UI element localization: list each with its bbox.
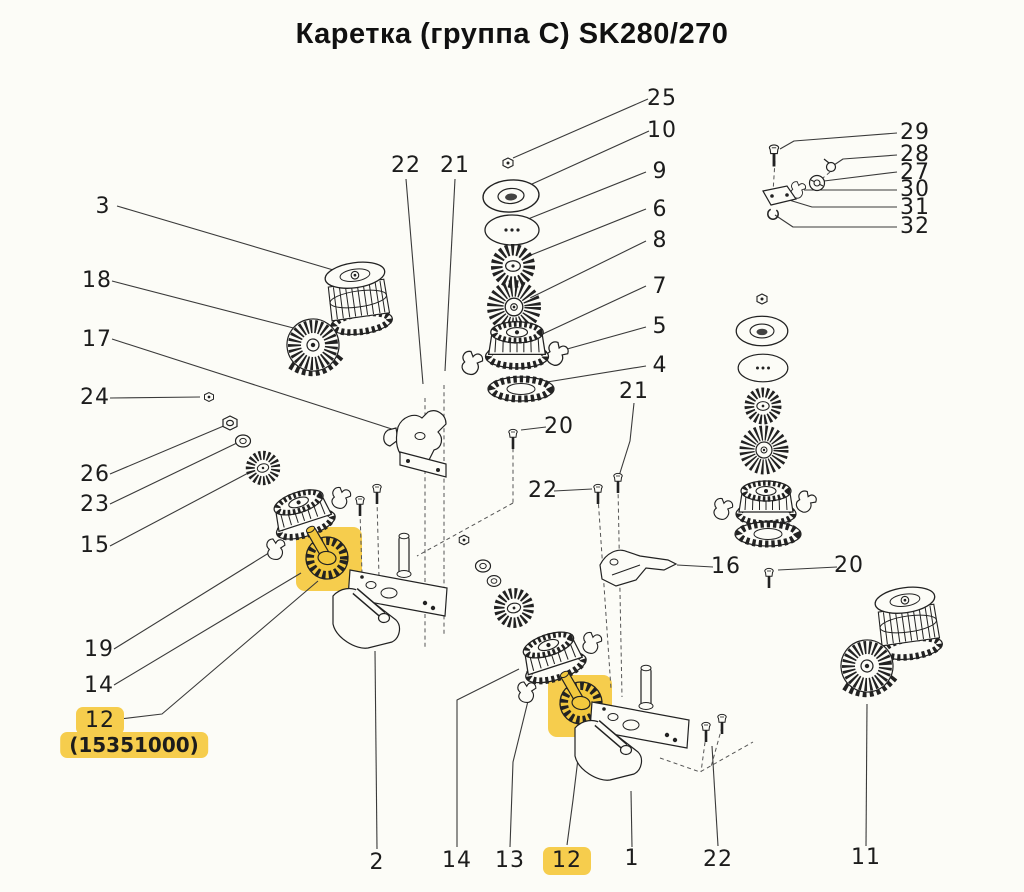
part-label-15: 15: [80, 533, 110, 558]
part-label-7: 7: [652, 274, 668, 299]
part-label-31: 31: [900, 195, 930, 220]
center-pulley-stack: [461, 157, 571, 401]
part-label-21-right: 21: [619, 379, 649, 404]
part-label-16: 16: [711, 554, 741, 579]
circlip-32: [767, 208, 779, 220]
part-label-12-left: 12: [76, 707, 124, 735]
washer-27: [808, 174, 826, 192]
leader-lines: [109, 98, 898, 850]
lever-17: [383, 410, 447, 478]
part-label-5: 5: [652, 314, 668, 339]
part-label-14-left: 14: [84, 673, 114, 698]
part-label-25: 25: [647, 86, 677, 111]
part-label-9: 9: [652, 159, 668, 184]
part-label-18: 18: [82, 268, 112, 293]
page-title: Каретка (группа C) SK280/270: [295, 18, 729, 50]
part-label-19: 19: [84, 637, 114, 662]
bracket-31: [762, 185, 797, 206]
part-label-6: 6: [652, 197, 668, 222]
part-label-22-top: 22: [391, 153, 421, 178]
bottom-center-assembly: [458, 534, 728, 780]
part-label-29: 29: [900, 120, 930, 145]
fastener-group: [762, 143, 837, 220]
gear-stack-3: [323, 259, 394, 338]
part-label-27: 27: [900, 160, 930, 185]
dashed-guide-lines: [359, 160, 831, 773]
part-label-3: 3: [95, 194, 111, 219]
part-label-23: 23: [80, 492, 110, 517]
part-label-code-15351000: (15351000): [60, 732, 208, 758]
part-label-13: 13: [495, 848, 525, 873]
part-label-28: 28: [900, 142, 930, 167]
part-label-1: 1: [624, 846, 640, 871]
part-label-21-top: 21: [440, 153, 470, 178]
part-label-8: 8: [652, 228, 668, 253]
part-label-20-right: 20: [834, 553, 864, 578]
part-label-20-mid: 20: [544, 414, 574, 439]
lever-16: [599, 549, 678, 587]
pulley-stack-right: [713, 293, 819, 546]
part-label-10: 10: [647, 118, 677, 143]
part-label-32: 32: [900, 214, 930, 239]
part-label-24: 24: [80, 385, 110, 410]
part-label-4: 4: [652, 353, 668, 378]
gear-stack-11: [837, 584, 944, 697]
part-label-14-bottom: 14: [442, 848, 472, 873]
part-label-2: 2: [369, 850, 385, 875]
part-label-30: 30: [900, 177, 930, 202]
part-label-11: 11: [851, 845, 881, 870]
part-label-22-bottom: 22: [703, 847, 733, 872]
part-label-17: 17: [82, 327, 112, 352]
part-label-26: 26: [80, 462, 110, 487]
part-label-22-mid: 22: [528, 478, 558, 503]
clip-28: [823, 158, 837, 173]
part-label-12-bottom: 12: [543, 847, 591, 875]
